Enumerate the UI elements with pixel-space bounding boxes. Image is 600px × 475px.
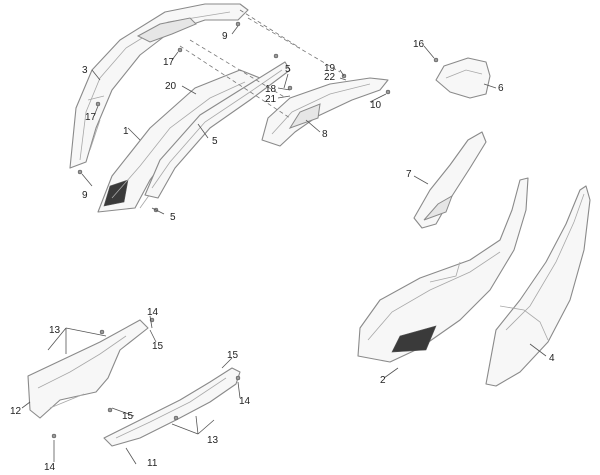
callout-21: 21 — [265, 94, 277, 105]
part-2-rear-side-panel — [357, 177, 529, 363]
callout-8: 8 — [322, 129, 328, 140]
callout-1: 1 — [123, 126, 129, 137]
callout-14-right: 14 — [239, 396, 251, 407]
assembly-lines — [179, 9, 341, 119]
callout-12: 12 — [10, 406, 22, 417]
part-6-small-cover — [435, 57, 491, 99]
callout-5-top: 5 — [285, 64, 291, 75]
callout-14-bottom: 14 — [44, 462, 56, 473]
callout-5-middle: 5 — [212, 136, 218, 147]
callout-6: 6 — [498, 83, 504, 94]
callout-16: 16 — [413, 39, 425, 50]
part-12-lower-panel — [27, 319, 149, 419]
callout-17-top: 17 — [163, 57, 175, 68]
callout-17-left: 17 — [85, 112, 97, 123]
callout-5-bottom: 5 — [170, 212, 176, 223]
callout-13-left: 13 — [49, 325, 61, 336]
callout-11: 11 — [147, 458, 158, 469]
callout-4: 4 — [549, 353, 555, 364]
callout-labels: 3 1 2 4 5 5 5 6 7 8 9 9 10 11 12 13 13 1… — [10, 31, 555, 473]
callout-7: 7 — [406, 169, 412, 180]
callout-3: 3 — [82, 65, 88, 76]
callout-15-left: 15 — [152, 341, 164, 352]
callout-15-middle: 15 — [122, 411, 134, 422]
part-3-frame — [69, 3, 249, 169]
callout-14-top: 14 — [147, 307, 159, 318]
callout-9-top: 9 — [222, 31, 228, 42]
part-11-lower-strip — [103, 367, 241, 447]
callout-19: 19 — [324, 63, 336, 74]
callout-10: 10 — [370, 100, 382, 111]
callout-9-bottom: 9 — [82, 190, 88, 201]
callout-22: 22 — [324, 72, 336, 83]
leader-lines — [21, 25, 547, 465]
callout-13-right: 13 — [207, 435, 219, 446]
callout-20: 20 — [165, 81, 177, 92]
callout-15-right: 15 — [227, 350, 239, 361]
part-7-bracket — [413, 131, 487, 229]
part-8-rear-cover — [261, 77, 389, 147]
part-20-strip — [144, 61, 291, 199]
part-4-side-fairing — [485, 185, 591, 387]
callout-18: 18 — [265, 84, 277, 95]
callout-2: 2 — [380, 375, 386, 386]
